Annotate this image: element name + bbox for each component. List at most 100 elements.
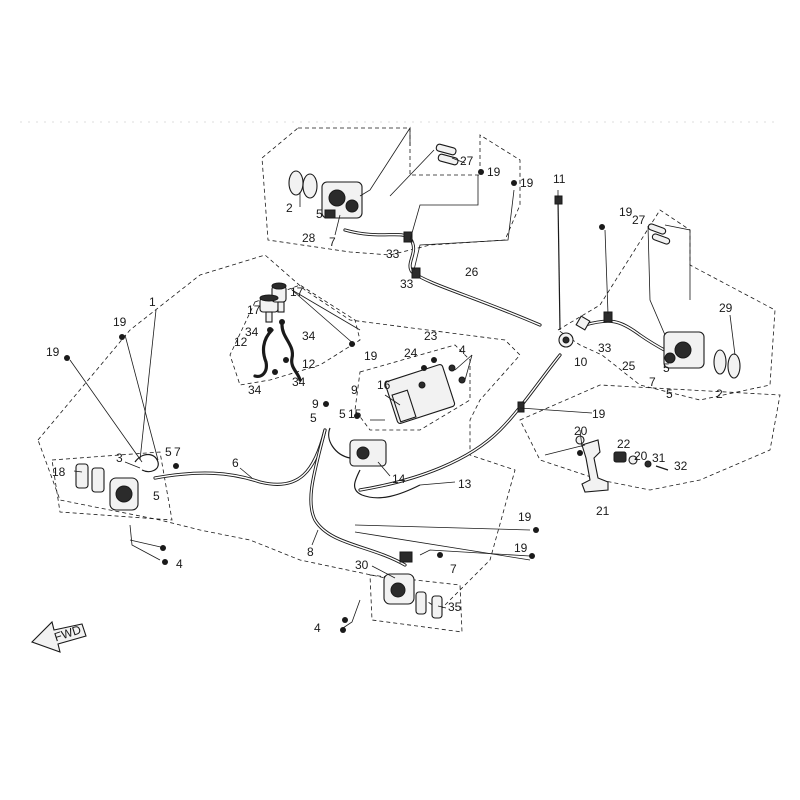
callout-19: 19 bbox=[518, 510, 532, 524]
callout-7: 7 bbox=[174, 445, 181, 459]
callout-20: 20 bbox=[574, 424, 588, 438]
bolt-27 bbox=[435, 143, 457, 156]
brake-pad-left-inner bbox=[302, 173, 318, 199]
callout-33: 33 bbox=[598, 341, 612, 355]
callout-34: 34 bbox=[248, 383, 262, 397]
callout-2: 2 bbox=[286, 201, 293, 215]
junction-fittings bbox=[554, 195, 591, 348]
callout-labels: 1 2 2 3 4 4 4 5 5 5 5 5 5 5 6 7 7 7 7 8 … bbox=[46, 154, 733, 635]
callout-23: 23 bbox=[424, 329, 438, 343]
brake-pedal-21 bbox=[581, 439, 609, 493]
callout-19: 19 bbox=[46, 345, 60, 359]
callout-35: 35 bbox=[448, 600, 462, 614]
callout-3: 3 bbox=[116, 451, 123, 465]
callout-14: 14 bbox=[392, 472, 406, 486]
callout-11: 11 bbox=[553, 172, 566, 186]
brake-fluid-reservoir bbox=[259, 282, 287, 323]
clamp-34 bbox=[267, 327, 273, 333]
callout-6: 6 bbox=[232, 456, 239, 470]
clamp-34 bbox=[279, 319, 285, 325]
callout-5: 5 bbox=[316, 207, 323, 221]
callout-12: 12 bbox=[234, 335, 248, 349]
callout-17: 17 bbox=[290, 285, 304, 299]
bleeder-screw-19 bbox=[478, 169, 484, 175]
rear-right-caliper-assembly bbox=[383, 551, 443, 619]
brake-pad-35 bbox=[415, 591, 427, 615]
washer-9 bbox=[354, 413, 360, 419]
bolt-4 bbox=[160, 545, 166, 551]
rear-left-caliper-assembly bbox=[75, 453, 159, 511]
callout-19: 19 bbox=[592, 407, 606, 421]
washer-20 bbox=[577, 450, 583, 456]
clamp-34 bbox=[272, 369, 278, 375]
callout-1: 1 bbox=[149, 295, 156, 309]
brake-pedal-assembly bbox=[575, 435, 669, 493]
callout-33: 33 bbox=[400, 277, 414, 291]
callout-26: 26 bbox=[465, 265, 479, 279]
callout-21: 21 bbox=[596, 504, 610, 518]
callout-9: 9 bbox=[312, 397, 319, 411]
callout-5: 5 bbox=[165, 445, 172, 459]
reservoir-hose-12-right bbox=[280, 323, 302, 382]
hose-14-loop bbox=[354, 469, 421, 499]
callout-19: 19 bbox=[113, 315, 127, 329]
front-left-hose bbox=[343, 228, 542, 327]
caliper-piston bbox=[328, 189, 346, 207]
callout-24: 24 bbox=[404, 346, 418, 360]
master-to-caliper-link bbox=[328, 427, 351, 459]
outline-front-left-caliper-group bbox=[261, 127, 521, 256]
clamp-34 bbox=[283, 357, 289, 363]
front-left-caliper-assembly bbox=[288, 170, 363, 219]
callout-27: 27 bbox=[460, 154, 474, 168]
brake-hoses bbox=[153, 228, 670, 567]
bolt-27 bbox=[437, 153, 459, 166]
nut-31 bbox=[644, 460, 652, 468]
bolt-27 bbox=[647, 223, 667, 235]
callout-19: 19 bbox=[487, 165, 501, 179]
callout-19: 19 bbox=[364, 349, 378, 363]
pin-32 bbox=[655, 465, 669, 471]
washer-9 bbox=[323, 401, 329, 407]
bolt-4 bbox=[342, 617, 348, 623]
bleeder-screw-19 bbox=[349, 341, 355, 347]
callout-27: 27 bbox=[632, 213, 646, 227]
callout-22: 22 bbox=[617, 437, 631, 451]
washer-7 bbox=[173, 463, 179, 469]
outline-pedal-group bbox=[519, 384, 781, 491]
callout-7: 7 bbox=[649, 375, 656, 389]
callout-30: 30 bbox=[355, 558, 369, 572]
callout-10: 10 bbox=[574, 355, 588, 369]
outline-rear-left-caliper-group bbox=[51, 451, 173, 521]
bleeder-screw-19 bbox=[599, 224, 605, 230]
caliper-bracket-3 bbox=[134, 453, 159, 473]
callout-16: 16 bbox=[377, 378, 391, 392]
callout-15: 15 bbox=[348, 407, 362, 421]
bleeder-line-11 bbox=[557, 199, 561, 331]
hose-13 bbox=[358, 353, 562, 492]
front-right-caliper-assembly bbox=[663, 331, 741, 379]
callout-28: 28 bbox=[302, 231, 316, 245]
callout-33: 33 bbox=[386, 247, 400, 261]
pedal-spring-22 bbox=[613, 451, 627, 463]
callout-19: 19 bbox=[514, 541, 528, 555]
callout-5: 5 bbox=[339, 407, 346, 421]
callout-12: 12 bbox=[302, 357, 316, 371]
outline-rear-master-group bbox=[37, 254, 521, 611]
callout-9: 9 bbox=[351, 383, 358, 397]
callout-7: 7 bbox=[329, 235, 336, 249]
callout-19: 19 bbox=[520, 176, 534, 190]
callout-17: 17 bbox=[247, 303, 261, 317]
callout-34: 34 bbox=[245, 325, 259, 339]
master-cylinder-assembly bbox=[349, 364, 466, 467]
caliper-piston bbox=[674, 341, 692, 359]
callout-8: 8 bbox=[307, 545, 314, 559]
brake-pad bbox=[91, 467, 105, 493]
callout-13: 13 bbox=[458, 477, 472, 491]
callout-25: 25 bbox=[622, 359, 636, 373]
callout-4: 4 bbox=[459, 343, 466, 357]
callout-19: 19 bbox=[619, 205, 633, 219]
brake-pad-right-outer bbox=[713, 349, 727, 375]
callout-34: 34 bbox=[302, 329, 316, 343]
